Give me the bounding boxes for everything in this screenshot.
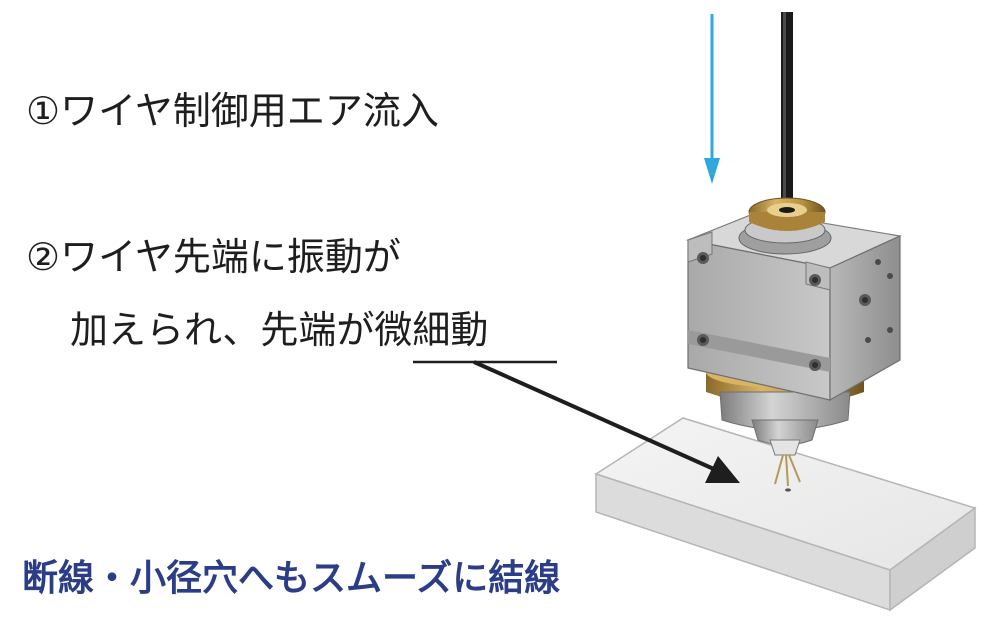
air-inflow-arrow (704, 14, 720, 184)
tagline: 断線・小径穴へもスムーズに結線 (22, 558, 561, 599)
wire (781, 12, 793, 212)
annotation-wire-vibration-cont: 加えられ、先端が微細動 (70, 308, 489, 352)
annotation-wire-vibration: ②ワイヤ先端に振動が (26, 235, 401, 279)
annotation-air-inflow: ①ワイヤ制御用エア流入 (26, 89, 439, 133)
base-plate (594, 417, 977, 612)
head-block (685, 197, 903, 402)
pointer-arrow (413, 360, 740, 483)
